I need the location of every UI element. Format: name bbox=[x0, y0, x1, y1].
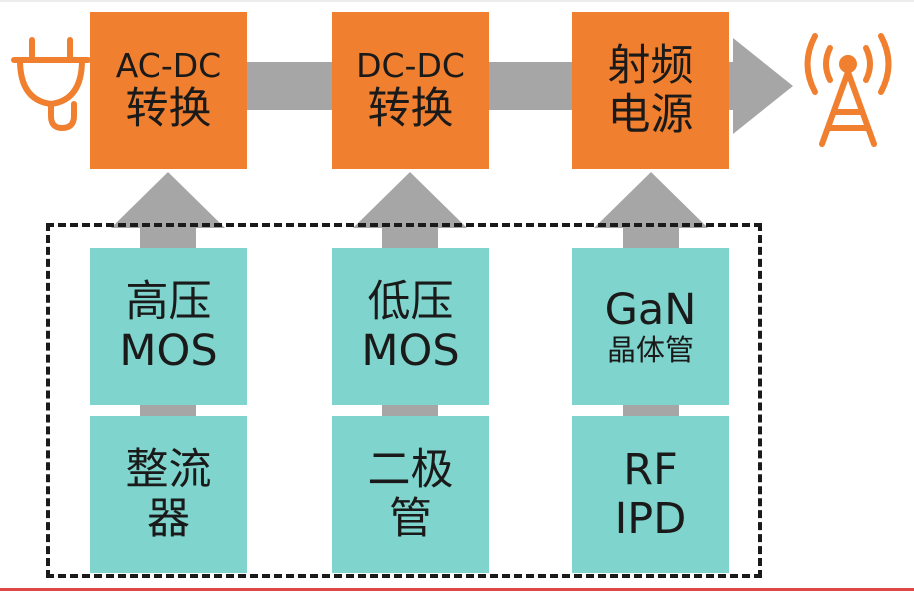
radio-tower-icon bbox=[804, 33, 892, 147]
up-arrow-2 bbox=[353, 172, 467, 250]
component-rf-ipd: RF IPD bbox=[572, 416, 729, 573]
up-arrow-3 bbox=[594, 172, 708, 250]
component-label-line2: MOS bbox=[119, 325, 218, 376]
component-label-line2: IPD bbox=[614, 493, 687, 544]
component-label-line1: 低压 bbox=[367, 277, 454, 328]
component-label-line2: 器 bbox=[147, 493, 190, 544]
connector-1 bbox=[140, 404, 196, 418]
connector-3 bbox=[623, 404, 679, 418]
stage-ac-dc: AC-DC 转换 bbox=[90, 12, 247, 169]
stage-label-line1: DC-DC bbox=[356, 45, 465, 85]
component-hv-mos: 高压 MOS bbox=[90, 248, 247, 405]
up-arrow-1 bbox=[111, 172, 225, 250]
component-gan-transistor: GaN 晶体管 bbox=[572, 248, 729, 405]
component-label-line2: 晶体管 bbox=[606, 333, 694, 368]
component-rectifier: 整流 器 bbox=[90, 416, 247, 573]
stage-label-line2: 转换 bbox=[367, 83, 454, 134]
component-lv-mos: 低压 MOS bbox=[332, 248, 489, 405]
stage-label-line2: 电源 bbox=[607, 89, 694, 140]
stage-label-line1: 射频 bbox=[607, 41, 694, 92]
component-label-line1: 整流 bbox=[125, 445, 212, 496]
component-label-line1: GaN bbox=[604, 285, 697, 336]
connector-2 bbox=[382, 404, 438, 418]
component-label-line2: 管 bbox=[389, 493, 432, 544]
bottom-accent-line bbox=[0, 588, 914, 591]
top-divider bbox=[0, 0, 914, 2]
power-plug-icon bbox=[11, 37, 91, 131]
component-label-line1: RF bbox=[623, 445, 678, 496]
component-label-line1: 高压 bbox=[125, 277, 212, 328]
stage-rf-power: 射频 电源 bbox=[572, 12, 729, 169]
stage-label-line1: AC-DC bbox=[115, 45, 222, 85]
component-group-frame bbox=[46, 223, 762, 578]
component-label-line1: 二极 bbox=[367, 445, 454, 496]
component-diode: 二极 管 bbox=[332, 416, 489, 573]
component-label-line2: MOS bbox=[361, 325, 460, 376]
stage-label-line2: 转换 bbox=[125, 83, 212, 134]
stage-dc-dc: DC-DC 转换 bbox=[332, 12, 489, 169]
